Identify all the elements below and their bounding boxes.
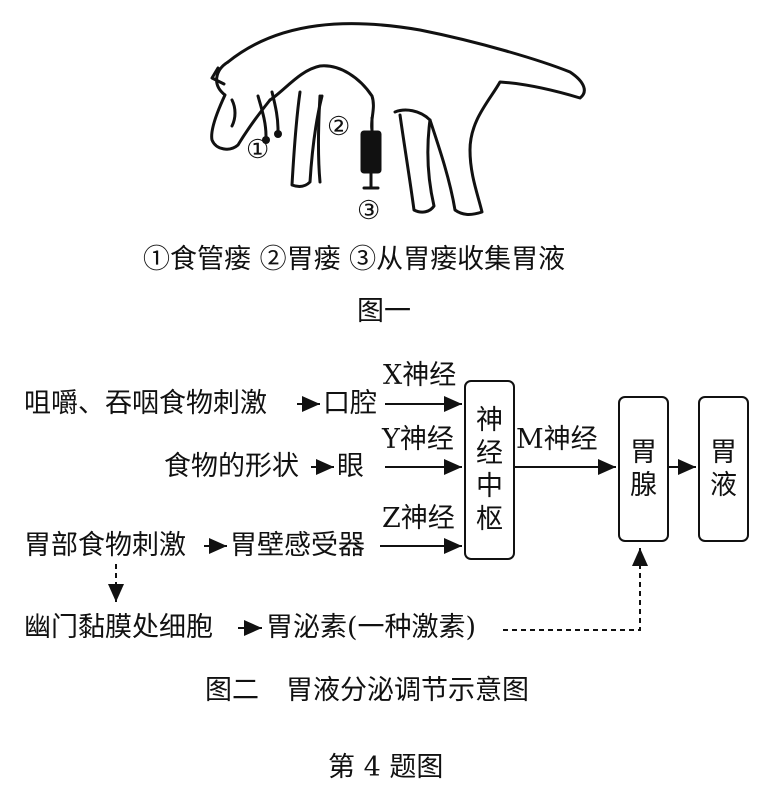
x-nerve-label: X神经 [383,360,457,391]
gastric-juice-label: 胃液 [710,437,737,501]
marker-2: ② [327,112,351,142]
pylorus-mucosa-cells: 幽门黏膜处细胞 [24,612,213,643]
nerve-center-label: 神经中枢 [476,405,503,535]
gastric-gland-label: 胃腺 [630,437,657,501]
z-nerve-label: Z神经 [382,503,455,534]
dog-back-outline [226,22,586,216]
figure-footer: 第 4 题图 [328,752,444,783]
dog-front-leg [290,90,324,188]
nerve-center-box: 神经中枢 [464,380,515,560]
figure2-title: 图二 胃液分泌调节示意图 [205,675,529,706]
stomach-wall-receptor: 胃壁感受器 [230,530,365,561]
m-nerve-label: M神经 [516,424,598,455]
stimulus-stomach-food: 胃部食物刺激 [24,530,186,561]
marker-3: ③ [357,196,381,226]
gastric-juice-box: 胃液 [698,396,749,542]
gastrin-hormone: 胃泌素(一种激素) [266,612,477,643]
marker-1: ① [246,135,270,165]
dashed-arrow-hormone-to-gland [503,548,648,631]
dog-hind-leg [398,113,436,214]
y-nerve-label: Y神经 [382,424,454,455]
stimulus-chewing: 咀嚼、吞咽食物刺激 [24,388,267,419]
gastric-gland-box: 胃腺 [618,396,669,542]
stimulus-food-shape: 食物的形状 [164,451,299,482]
figure1-caption: ①食管瘘 ②胃瘘 ③从胃瘘收集胃液 [143,244,566,275]
dog-head-outline [210,60,272,151]
organ-mouth: 口腔 [323,388,377,419]
organ-eye: 眼 [337,451,364,482]
figure1-title: 图一 [357,296,411,327]
